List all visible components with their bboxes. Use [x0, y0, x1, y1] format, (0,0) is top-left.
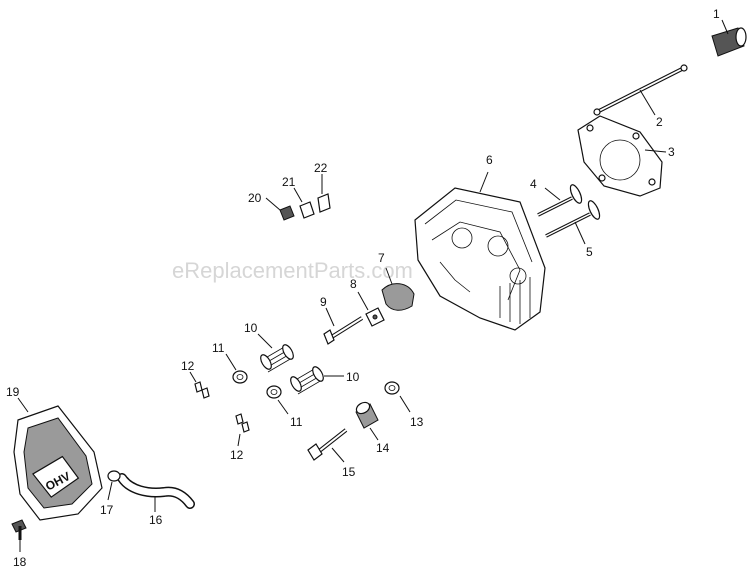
part-16-breather-hose — [117, 473, 195, 512]
callout-8: 8 — [350, 277, 357, 291]
part-19-valve-cover: OHV — [13, 397, 103, 521]
callout-2: 2 — [656, 115, 663, 129]
callout-12-upper: 12 — [181, 359, 195, 373]
part-6-cylinder-head — [414, 171, 546, 331]
part-5-intake-valve — [545, 200, 601, 245]
callout-17: 17 — [100, 503, 114, 517]
part-15-head-bolt — [307, 428, 348, 463]
callout-6: 6 — [486, 153, 493, 167]
callout-3: 3 — [668, 145, 675, 159]
callout-10-lower: 10 — [346, 370, 360, 384]
callout-19: 19 — [6, 385, 20, 399]
part-13-washer — [384, 381, 411, 413]
part-21-fitting — [293, 187, 315, 219]
part-8-rocker-pivot — [357, 291, 385, 327]
part-11-spring-retainer-lower — [266, 385, 289, 415]
part-12-valve-keeper-lower — [235, 413, 250, 447]
part-11-spring-retainer-upper — [225, 353, 248, 384]
callout-11-lower: 11 — [290, 415, 303, 429]
part-10-valve-spring-lower — [290, 366, 344, 395]
part-20-screw — [265, 197, 295, 221]
callout-18: 18 — [13, 555, 27, 569]
part-10-valve-spring-upper — [257, 333, 294, 373]
part-2-push-rod — [593, 64, 688, 116]
callout-5: 5 — [586, 245, 593, 259]
callout-15: 15 — [342, 465, 356, 479]
callout-21: 21 — [282, 175, 296, 189]
part-9-rocker-stud — [323, 307, 364, 345]
callout-13: 13 — [410, 415, 424, 429]
part-17-hose-clamp — [107, 470, 121, 501]
callout-9: 9 — [320, 295, 327, 309]
part-12-valve-keeper-upper — [189, 371, 210, 399]
callout-1: 1 — [713, 7, 720, 21]
part-3-head-gasket — [577, 115, 667, 197]
callout-11-upper: 11 — [212, 341, 225, 355]
part-4-exhaust-valve — [537, 184, 583, 217]
part-14-spacer-sleeve — [355, 401, 379, 441]
watermark-text: eReplacementParts.com — [172, 258, 413, 283]
callout-10-upper: 10 — [244, 321, 258, 335]
callout-20: 20 — [248, 191, 262, 205]
part-7-rocker-arm — [381, 267, 415, 311]
callout-14: 14 — [376, 441, 390, 455]
callout-22: 22 — [314, 161, 328, 175]
callout-7: 7 — [378, 251, 385, 265]
callout-12-lower: 12 — [230, 448, 244, 462]
callout-16: 16 — [149, 513, 163, 527]
part-22-fitting — [317, 174, 331, 213]
callout-labels: 1 2 3 4 5 6 7 8 9 10 10 11 11 12 12 13 1… — [6, 7, 720, 569]
callout-4: 4 — [530, 177, 537, 191]
part-1-bushing — [711, 19, 747, 57]
part-18-cover-screw — [11, 519, 27, 552]
